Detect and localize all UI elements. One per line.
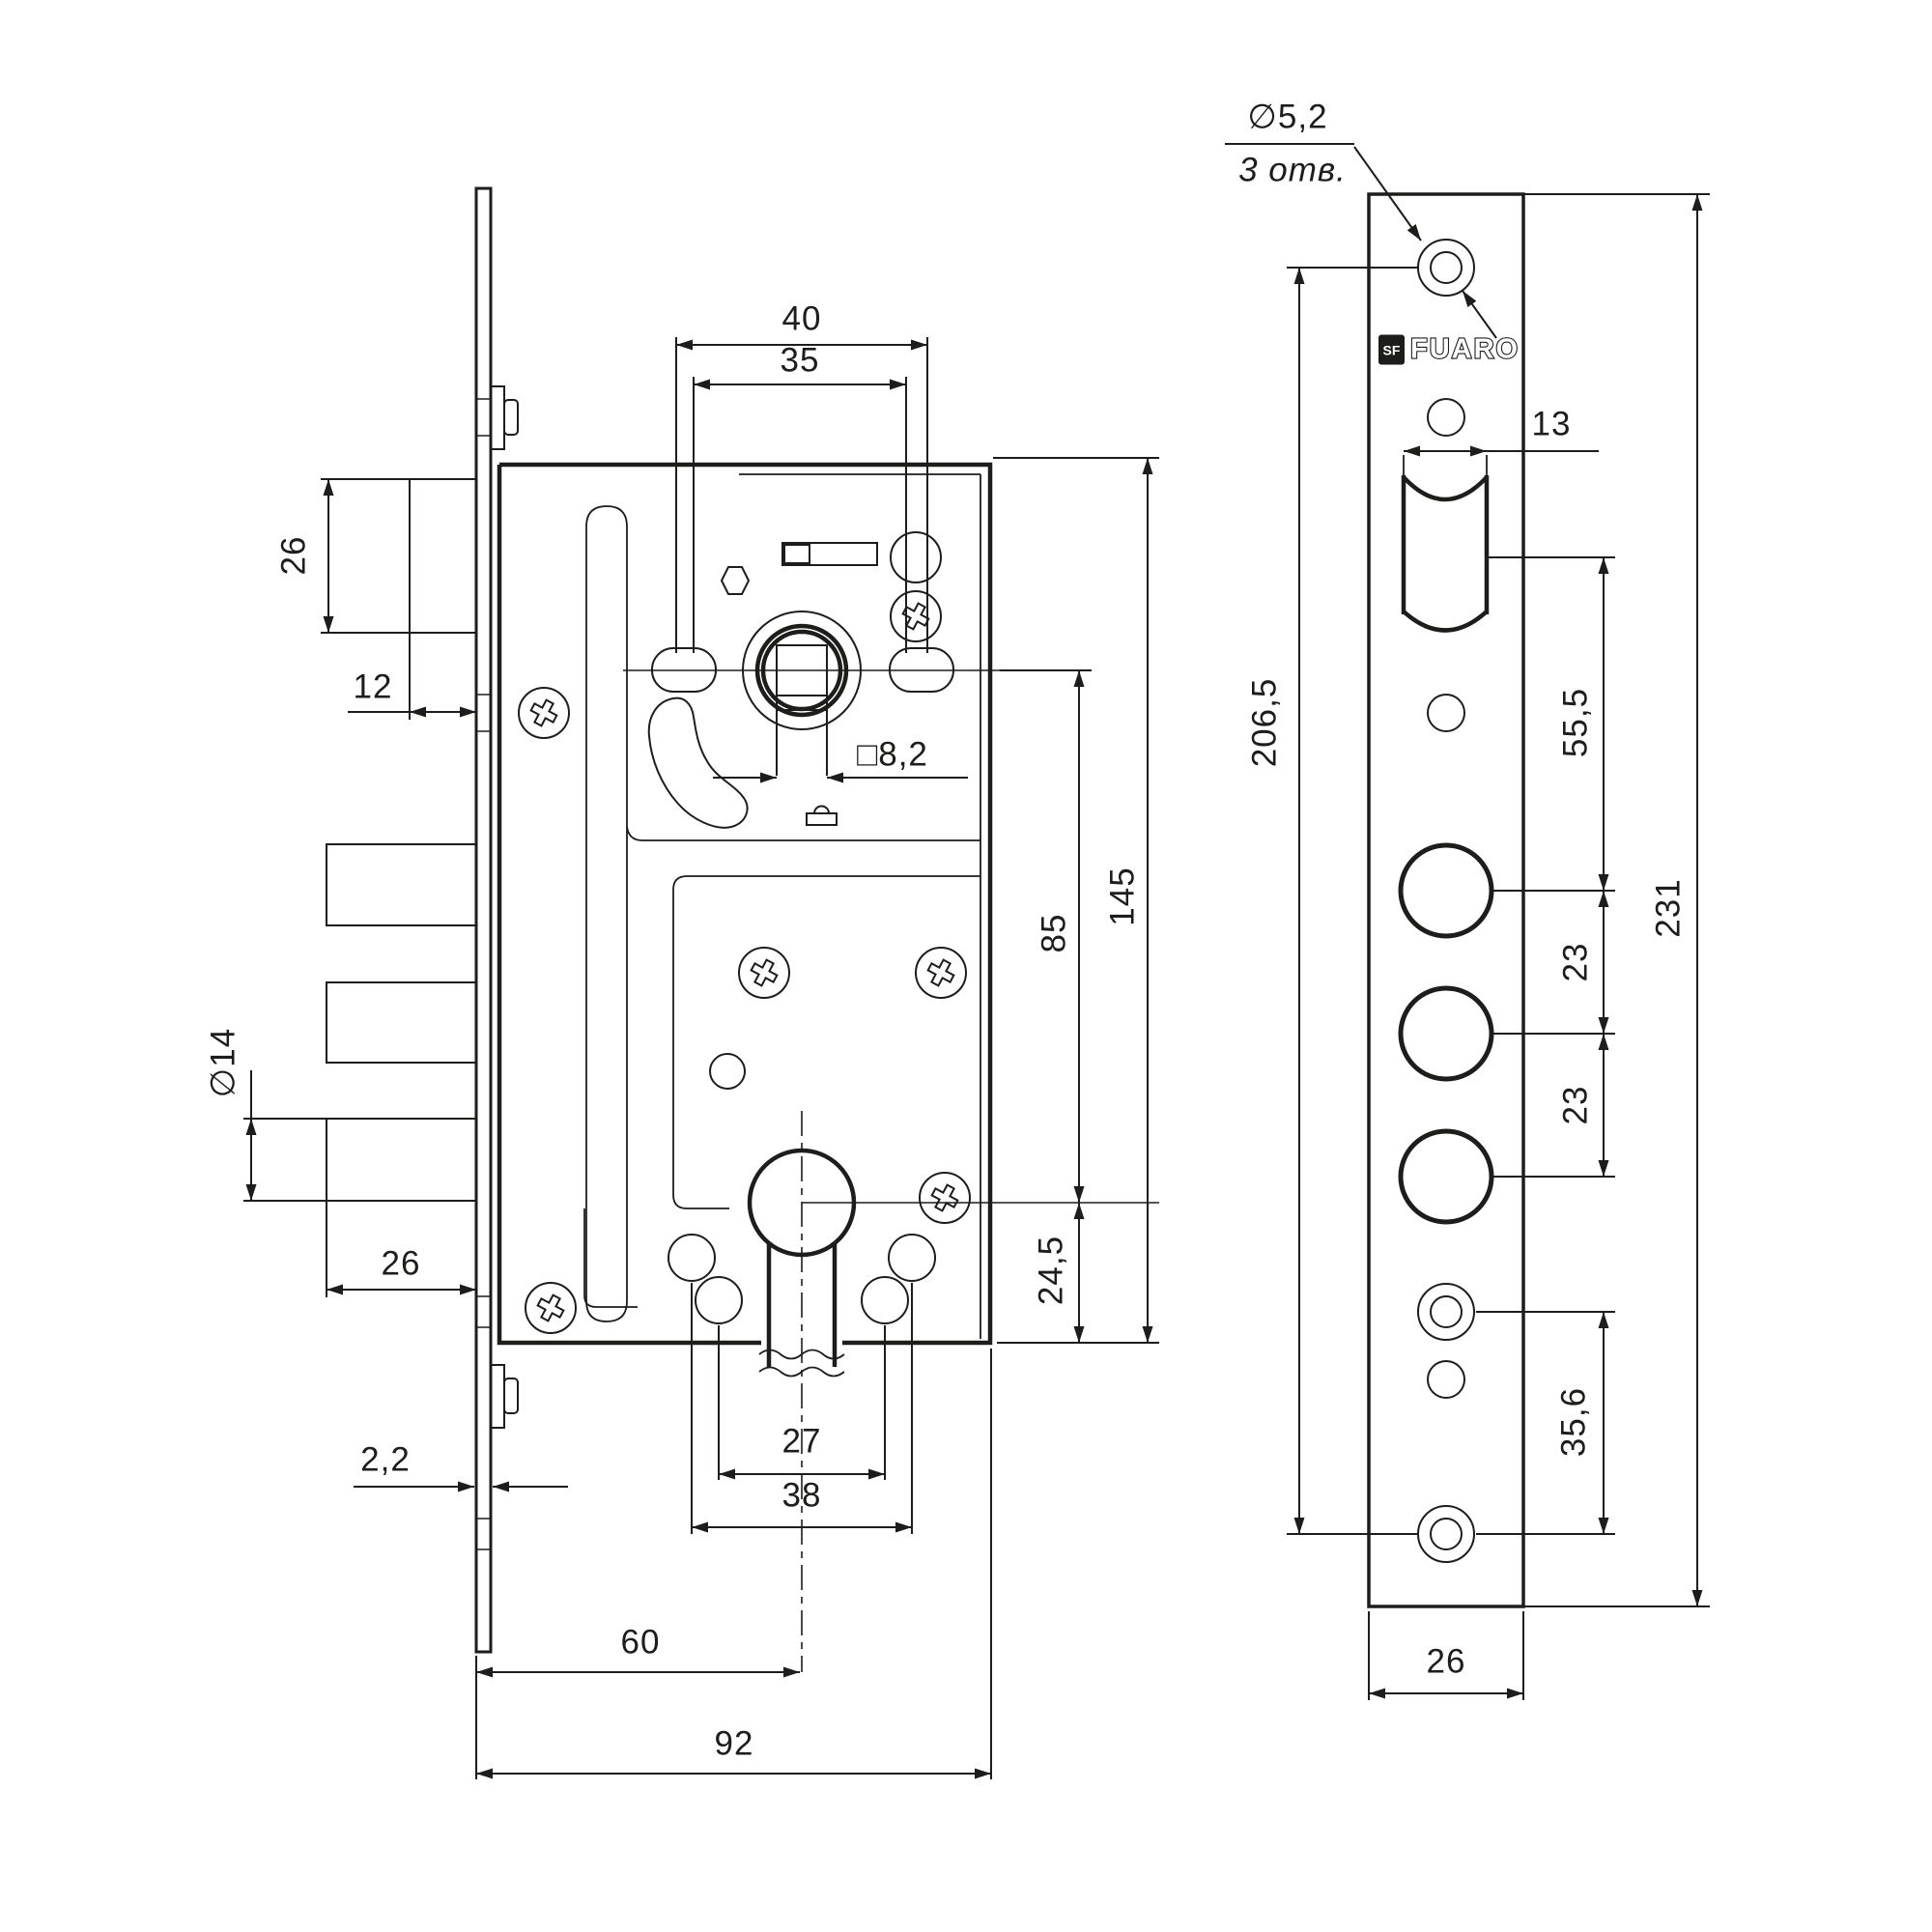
dim-label-plate-height: 231 bbox=[1649, 878, 1688, 938]
latch-cutout bbox=[1401, 455, 1490, 633]
dim-label-bolt-diameter: ∅14 bbox=[204, 1027, 242, 1098]
dim-label-cyl-slot-inner: 27 bbox=[781, 1422, 822, 1461]
dim-label-spindle-to-cylinder: 85 bbox=[1035, 913, 1073, 953]
hole-note-quantity: 3 отв. bbox=[1238, 151, 1347, 189]
dim-label-case-height: 145 bbox=[1103, 867, 1142, 926]
deadbolt-pins bbox=[326, 843, 477, 1202]
fuaro-logo-mark-icon: SF bbox=[1378, 334, 1405, 365]
cylinder-fixing-cutouts bbox=[668, 1234, 936, 1324]
hole-note-leader bbox=[1225, 143, 1497, 339]
lock-case-outline bbox=[497, 462, 993, 1346]
right-view-dimensions bbox=[1287, 193, 1710, 1700]
fuaro-logo: SF FUARO bbox=[1378, 332, 1520, 366]
faceplate-hole-ticks bbox=[476, 398, 491, 1550]
right-view-faceplate bbox=[1225, 143, 1525, 1608]
dim-label-latch-height: 26 bbox=[274, 535, 313, 576]
dim-label-bottom-screw-span: 35,6 bbox=[1554, 1386, 1593, 1458]
kidney-slot bbox=[647, 696, 749, 829]
dim-label-top-width-inner: 35 bbox=[780, 341, 820, 380]
dim-label-bolt-spacing-top: 23 bbox=[1556, 942, 1595, 982]
dim-label-cyl-slot-outer: 38 bbox=[781, 1476, 822, 1515]
left-view-dimensions bbox=[243, 337, 1159, 1779]
left-view-lock-body bbox=[326, 186, 1159, 1672]
screw-hole bbox=[1427, 1360, 1465, 1399]
deadbolt-holes bbox=[1398, 842, 1494, 1225]
dim-label-spindle-square: □8,2 bbox=[857, 735, 928, 774]
dim-label-screw-span: 206,5 bbox=[1245, 677, 1284, 768]
latch-bolt bbox=[409, 478, 477, 634]
dim-label-bolt-protrusion: 26 bbox=[381, 1244, 421, 1283]
mounting-lug-bottom bbox=[490, 1364, 519, 1429]
dim-label-case-depth: 92 bbox=[714, 1724, 754, 1763]
hex-boss-icon bbox=[720, 566, 751, 595]
dim-label-latch-width: 13 bbox=[1531, 405, 1572, 443]
dim-label-cyl-to-bottom: 24,5 bbox=[1032, 1235, 1070, 1306]
dim-label-backset: 60 bbox=[620, 1623, 661, 1662]
fuaro-logo-text: FUARO bbox=[1409, 332, 1520, 365]
pivot-hole bbox=[890, 531, 942, 583]
catch-tab bbox=[806, 805, 838, 826]
inner-guide-groove bbox=[583, 505, 980, 1322]
dim-label-bolt-spacing-bottom: 23 bbox=[1556, 1085, 1595, 1125]
lock-case-inner-edges bbox=[739, 473, 981, 1339]
screw-hole bbox=[1427, 694, 1465, 732]
screw-hole bbox=[1427, 398, 1465, 437]
faceplate-front bbox=[1367, 192, 1525, 1608]
dim-label-latch-protrusion: 12 bbox=[353, 668, 393, 706]
small-hole bbox=[709, 1053, 746, 1090]
dim-label-latch-to-bolt: 55,5 bbox=[1556, 687, 1595, 758]
hole-note-diameter: ∅5,2 bbox=[1247, 98, 1328, 136]
dim-label-faceplate-thickness: 2,2 bbox=[360, 1440, 411, 1479]
dim-label-plate-width: 26 bbox=[1426, 1642, 1466, 1681]
slide-bar bbox=[781, 542, 878, 566]
dim-label-top-width: 40 bbox=[781, 299, 822, 338]
mounting-lug-top bbox=[490, 385, 519, 450]
